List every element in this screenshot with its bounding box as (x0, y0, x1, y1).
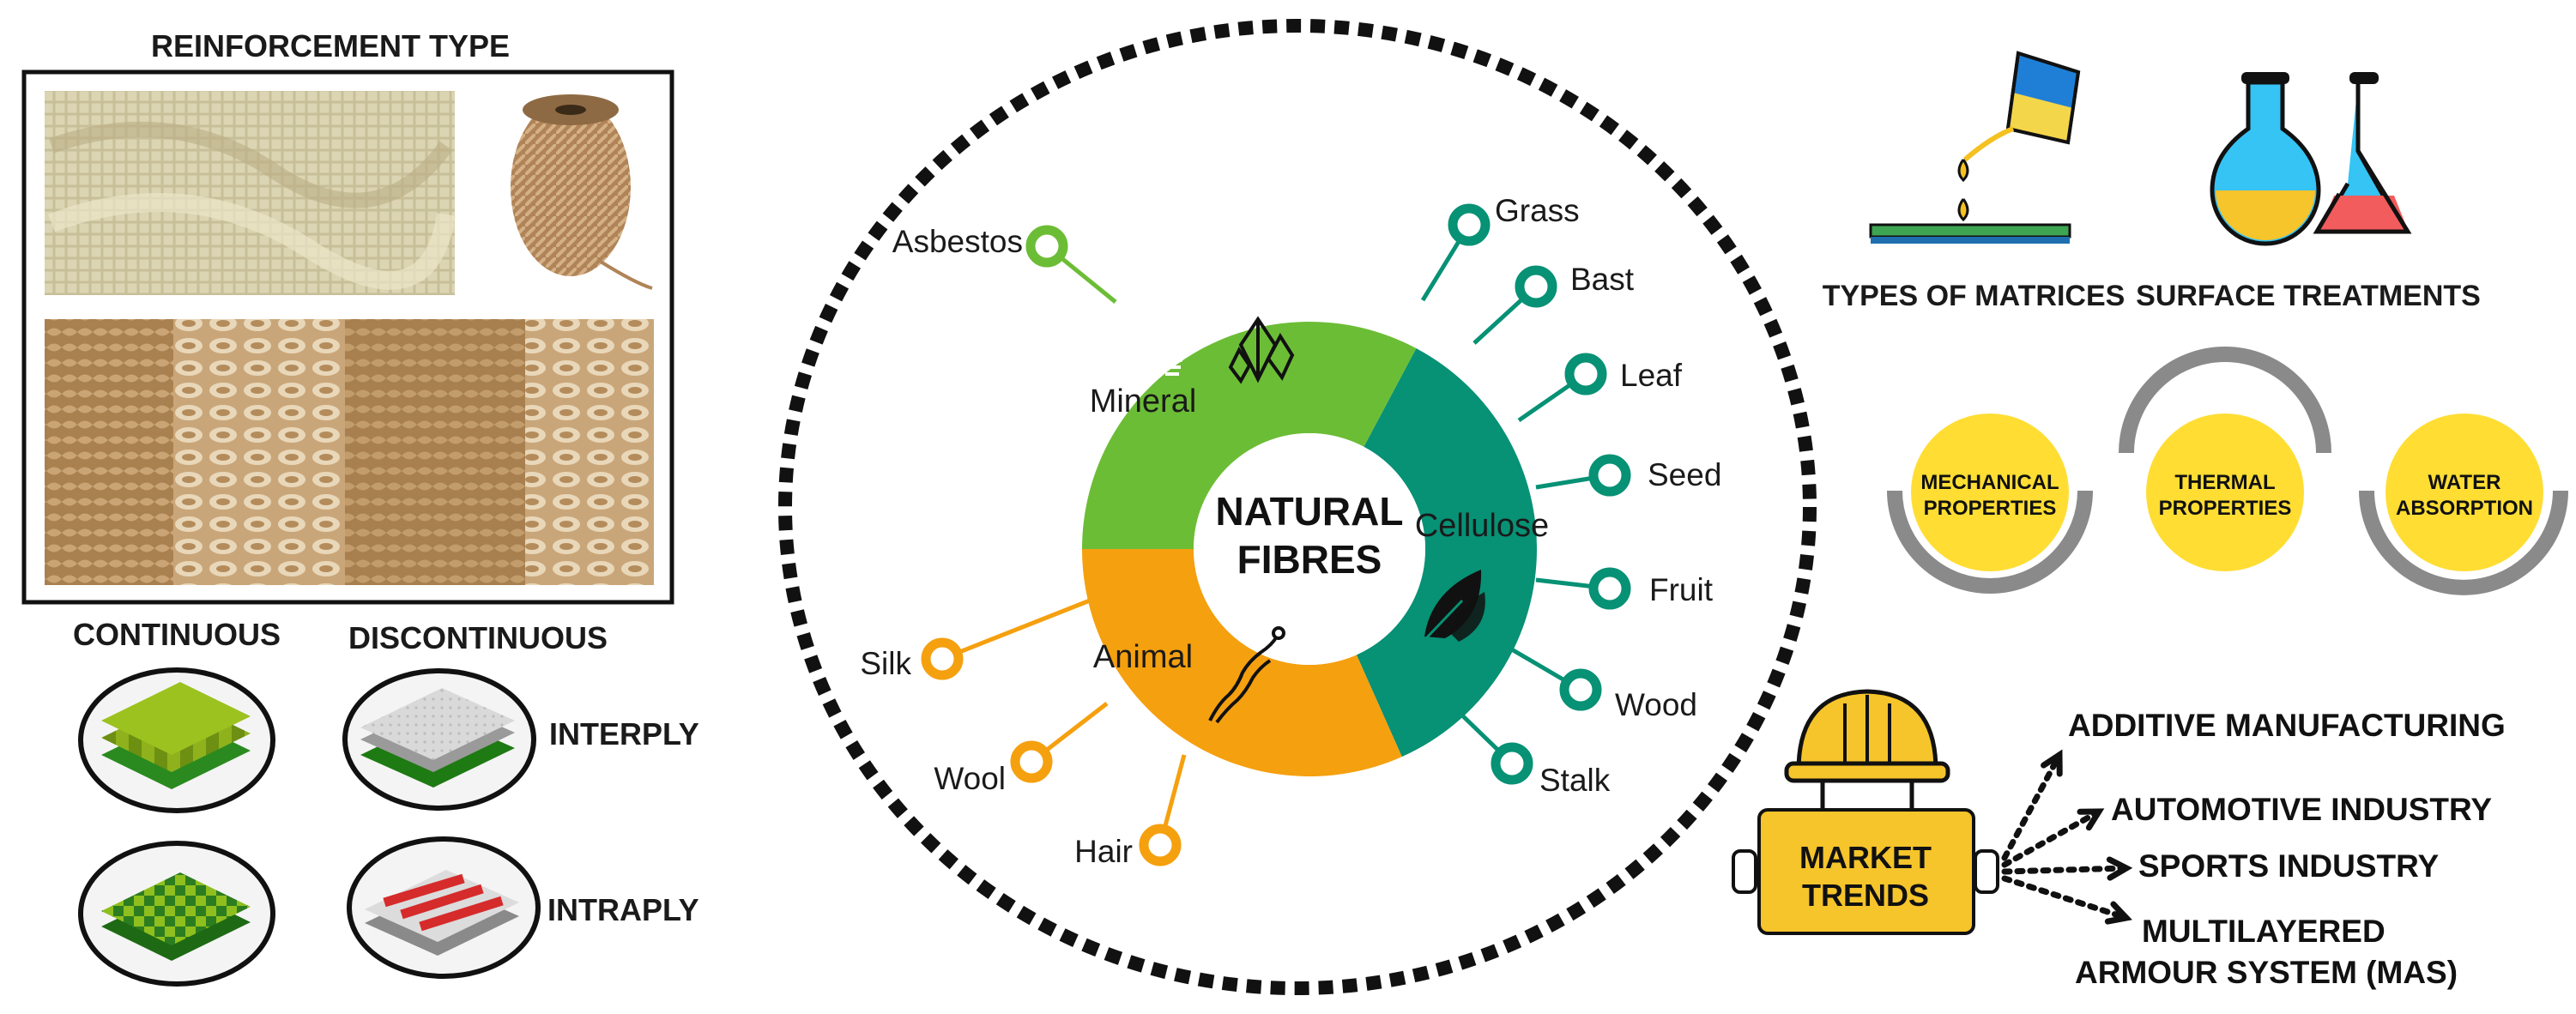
label-leaf: Leaf (1620, 358, 1683, 393)
property-label-line1: THERMAL (2174, 471, 2275, 494)
node-wood (1559, 668, 1602, 711)
trend-arrow-head-0 (2041, 749, 2063, 777)
lightbulb-icon (1144, 292, 1200, 376)
label-wool: Wool (934, 761, 1006, 796)
continuous-interply-oval (78, 667, 275, 813)
property-label-line1: WATER (2428, 471, 2501, 494)
property-circle-0 (1911, 413, 2069, 571)
trend-arrow-line-0 (2001, 751, 2063, 861)
node-asbestos (1025, 225, 1068, 268)
segment-cellulose (1356, 348, 1537, 757)
natural-fibres-ring (1082, 321, 1537, 776)
node-silk (921, 637, 964, 680)
center-title-line1: NATURAL (1216, 489, 1404, 534)
segment-cellulose-label: Cellulose (1415, 508, 1549, 544)
segment-mineral (1082, 321, 1417, 549)
node-seed (1588, 454, 1631, 497)
discontinuous-interply-oval (342, 668, 536, 811)
property-label-line2: PROPERTIES (1924, 497, 2057, 520)
trend-arrow-line-1 (2001, 808, 2102, 868)
trend-arrow-head-2 (2106, 856, 2133, 881)
knob-animal (1170, 651, 1229, 710)
discontinuous-intraply-oval (347, 836, 541, 979)
label-stalk: Stalk (1539, 763, 1611, 798)
label-silk: Silk (860, 646, 911, 681)
continuous-intraply-oval (78, 841, 275, 987)
node-grass (1448, 203, 1491, 246)
reinforcement-type-title: REINFORCEMENT TYPE (151, 28, 510, 63)
market-trends-line2: TRENDS (1802, 878, 1929, 913)
trend-multilayered: MULTILAYERED (2142, 914, 2386, 949)
types-of-matrices-label: TYPES OF MATRICES (1823, 280, 2126, 312)
trend-armour-system: ARMOUR SYSTEM (MAS) (2075, 955, 2458, 990)
segment-mineral-label: Mineral (1090, 383, 1197, 419)
trend-arrow-head-1 (2077, 808, 2105, 831)
reinforcement-photo-panel (21, 69, 674, 605)
properties-arcs (1887, 347, 2568, 595)
property-circle-1 (2146, 413, 2304, 571)
dotted-boundary (778, 19, 1817, 995)
node-wool (1010, 740, 1053, 783)
label-fruit: Fruit (1649, 572, 1714, 607)
surface-treatments-label: SURFACE TREATMENTS (2136, 280, 2481, 312)
trend-arrows (2001, 749, 2133, 925)
trend-arrow-line-3 (2001, 875, 2130, 921)
knob-cellulose-bottom (1412, 630, 1471, 689)
property-label-line2: ABSORPTION (2396, 497, 2533, 520)
worker-icon (1732, 689, 1999, 935)
connector-silk (941, 598, 1091, 661)
label-seed: Seed (1648, 457, 1721, 492)
node-leaf (1564, 353, 1607, 395)
leaf-icon (1424, 570, 1485, 642)
intraply-label: INTRAPLY (547, 892, 699, 927)
label-hair: Hair (1074, 834, 1133, 869)
knob-cellulose-top (1450, 496, 1509, 555)
label-wood: Wood (1615, 687, 1697, 722)
node-hair (1139, 824, 1182, 866)
trend-additive-manufacturing: ADDITIVE MANUFACTURING (2068, 708, 2506, 743)
market-trends-line1: MARKET (1799, 840, 1932, 875)
knob-mineral (1134, 429, 1194, 488)
node-stalk (1491, 742, 1533, 785)
label-bast: Bast (1570, 262, 1635, 297)
property-label-line1: MECHANICAL (1920, 471, 2059, 494)
matrices-icon (1869, 51, 2081, 244)
segment-animal (1082, 549, 1402, 776)
silkworm-icon (1208, 626, 1285, 724)
property-circle-2 (2386, 413, 2543, 571)
segment-animal-label: Animal (1093, 639, 1193, 675)
discontinuous-label: DISCONTINUOUS (348, 620, 608, 655)
rope-textures-photo (45, 319, 654, 585)
crystal-icon (1228, 316, 1295, 384)
center-hole (1194, 433, 1425, 665)
label-asbestos: Asbestos (892, 224, 1023, 259)
node-fruit (1588, 567, 1631, 610)
property-circles: MECHANICAL PROPERTIES THERMAL PROPERTIES WAT… (1911, 413, 2543, 571)
flask-icon (2210, 72, 2412, 246)
label-grass: Grass (1495, 193, 1580, 228)
center-title-line2: FIBRES (1237, 537, 1382, 582)
trend-arrow-head-3 (2104, 901, 2132, 925)
trend-automotive-industry: AUTOMOTIVE INDUSTRY (2111, 792, 2492, 827)
trend-arrow-line-2 (2001, 865, 2130, 875)
interply-label: INTERPLY (549, 716, 699, 751)
twine-spool-photo (511, 94, 653, 290)
node-bast (1515, 265, 1557, 308)
continuous-label: CONTINUOUS (73, 617, 281, 652)
property-label-line2: PROPERTIES (2159, 497, 2292, 520)
trend-sports-industry: SPORTS INDUSTRY (2138, 848, 2439, 884)
